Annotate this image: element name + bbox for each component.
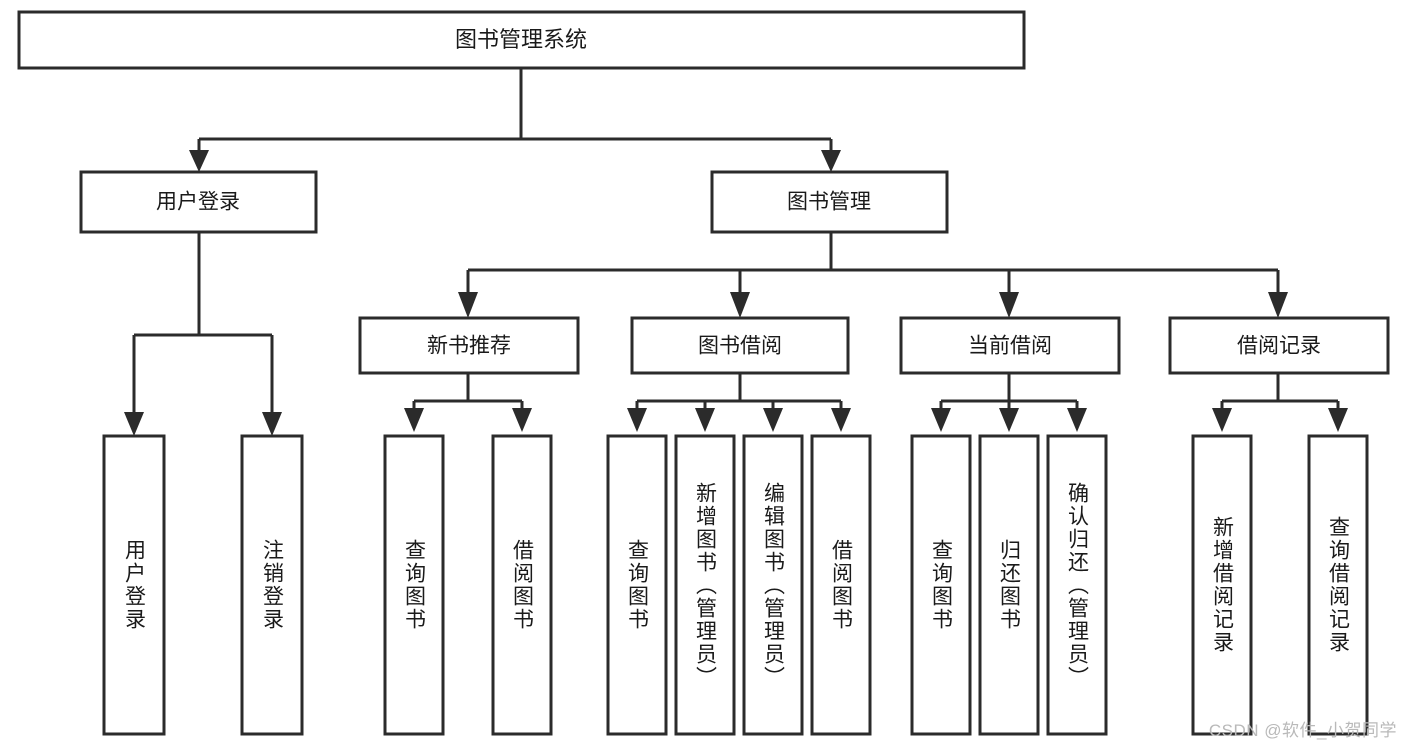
- node-borrow-record-label: 借阅记录: [1237, 335, 1321, 358]
- node-user-login-label: 用户登录: [156, 191, 240, 214]
- arrow-head-leaf-edit-book: [763, 408, 783, 432]
- node-current-borrow-label: 当前借阅: [968, 335, 1052, 358]
- connector-book-borrow-to-leaves: [627, 373, 851, 432]
- leaf-query-book-1-box[interactable]: [383, 434, 445, 736]
- leaf-confirm-return-box[interactable]: [1046, 434, 1108, 736]
- leaf-query-record-box[interactable]: [1307, 434, 1369, 736]
- connector-user-login-to-leaves: [124, 232, 282, 436]
- arrow-head-leaf-borrow-book-2: [831, 408, 851, 432]
- arrow-head-leaf-query-book-1: [404, 408, 424, 432]
- node-book-borrow-label: 图书借阅: [698, 335, 782, 358]
- node-root[interactable]: 图书管理系统: [17, 10, 1026, 70]
- arrow-head-leaf-user-login: [124, 412, 144, 436]
- arrow-head-leaf-borrow-book-1: [512, 408, 532, 432]
- node-new-book-recommend-label: 新书推荐: [427, 335, 511, 358]
- node-current-borrow[interactable]: 当前借阅: [899, 316, 1121, 375]
- connector-new-book-recommend-to-leaves: [404, 373, 532, 432]
- arrow-head-leaf-confirm-return: [1067, 408, 1087, 432]
- node-book-manage[interactable]: 图书管理: [710, 170, 949, 234]
- node-borrow-record-box[interactable]: [1168, 316, 1390, 375]
- arrow-head-new-book-recommend: [458, 292, 478, 318]
- arrow-head-book-manage: [821, 150, 841, 172]
- arrow-head-leaf-query-book-3: [931, 408, 951, 432]
- leaf-borrow-book-2-box[interactable]: [810, 434, 872, 736]
- arrow-head-leaf-query-book-2: [627, 408, 647, 432]
- leaf-boxes: [102, 434, 1369, 736]
- node-book-manage-label: 图书管理: [787, 191, 871, 214]
- node-book-borrow-box[interactable]: [630, 316, 850, 375]
- node-user-login-box[interactable]: [79, 170, 318, 234]
- arrow-head-user-login: [189, 150, 209, 172]
- leaf-add-book-box[interactable]: [674, 434, 736, 736]
- node-new-book-recommend[interactable]: 新书推荐: [358, 316, 580, 375]
- leaf-borrow-book-1-box[interactable]: [491, 434, 553, 736]
- arrow-head-borrow-record: [1268, 292, 1288, 318]
- arrow-head-book-borrow: [730, 292, 750, 318]
- node-user-login[interactable]: 用户登录: [79, 170, 318, 234]
- leaf-logout-login-box[interactable]: [240, 434, 304, 736]
- node-book-borrow[interactable]: 图书借阅: [630, 316, 850, 375]
- arrow-head-leaf-add-book: [695, 408, 715, 432]
- arrow-head-leaf-query-record: [1328, 408, 1348, 432]
- connector-borrow-record-to-leaves: [1212, 373, 1348, 432]
- connector-book-manage-to-level3: [458, 232, 1288, 318]
- node-new-book-recommend-box[interactable]: [358, 316, 580, 375]
- node-root-label: 图书管理系统: [455, 27, 587, 52]
- leaf-add-record-box[interactable]: [1191, 434, 1253, 736]
- arrow-head-current-borrow: [999, 292, 1019, 318]
- leaf-query-book-2-box[interactable]: [606, 434, 668, 736]
- watermark: CSDN @软件_小贺同学: [1208, 721, 1397, 740]
- node-borrow-record[interactable]: 借阅记录: [1168, 316, 1390, 375]
- node-book-manage-box[interactable]: [710, 170, 949, 234]
- node-current-borrow-box[interactable]: [899, 316, 1121, 375]
- arrow-head-leaf-return-book: [999, 408, 1019, 432]
- arrow-head-leaf-logout-login: [262, 412, 282, 436]
- connector-root-to-level2: [189, 68, 841, 172]
- leaf-user-login-box[interactable]: [102, 434, 166, 736]
- node-root-box[interactable]: [17, 10, 1026, 70]
- leaf-query-book-3-box[interactable]: [910, 434, 972, 736]
- connector-current-borrow-to-leaves: [931, 373, 1087, 432]
- leaf-edit-book-box[interactable]: [742, 434, 804, 736]
- leaf-return-book-box[interactable]: [978, 434, 1040, 736]
- arrow-head-leaf-add-record: [1212, 408, 1232, 432]
